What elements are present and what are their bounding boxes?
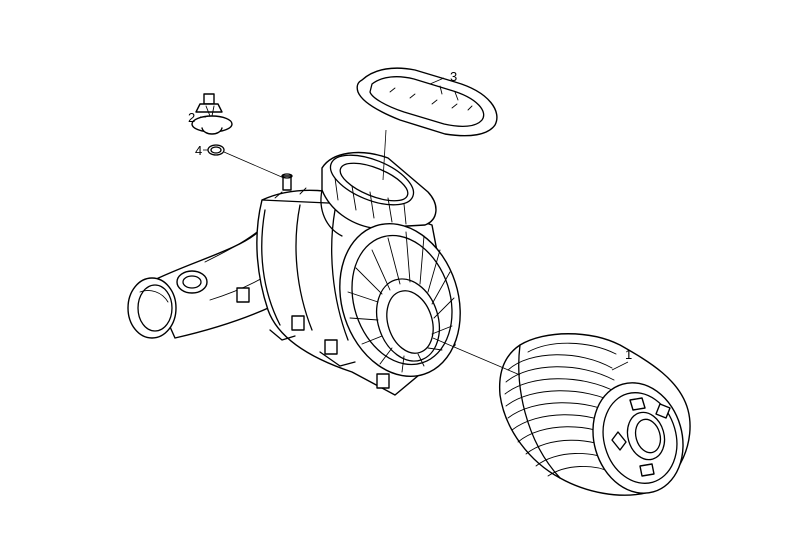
callout-4: 4	[195, 143, 202, 158]
leader-line-gasket	[382, 129, 387, 181]
air-filter-element	[498, 333, 691, 496]
outlet-neck	[320, 151, 437, 237]
callout-3: 3	[450, 69, 457, 84]
part-callouts: 1 2 3 4	[188, 69, 632, 362]
o-ring	[207, 144, 225, 156]
leader-lines	[200, 77, 629, 376]
leader-line-1	[611, 361, 629, 371]
leader-line-filter	[432, 337, 521, 376]
callout-1: 1	[625, 347, 632, 362]
seal-gasket	[356, 67, 498, 137]
sensor-port	[281, 173, 293, 191]
leader-line-3	[429, 77, 445, 85]
callout-2: 2	[188, 110, 195, 125]
housing-end-face	[339, 222, 461, 378]
leader-line-oring	[223, 151, 285, 179]
sensor	[191, 93, 233, 135]
air-cleaner-housing	[127, 151, 461, 396]
